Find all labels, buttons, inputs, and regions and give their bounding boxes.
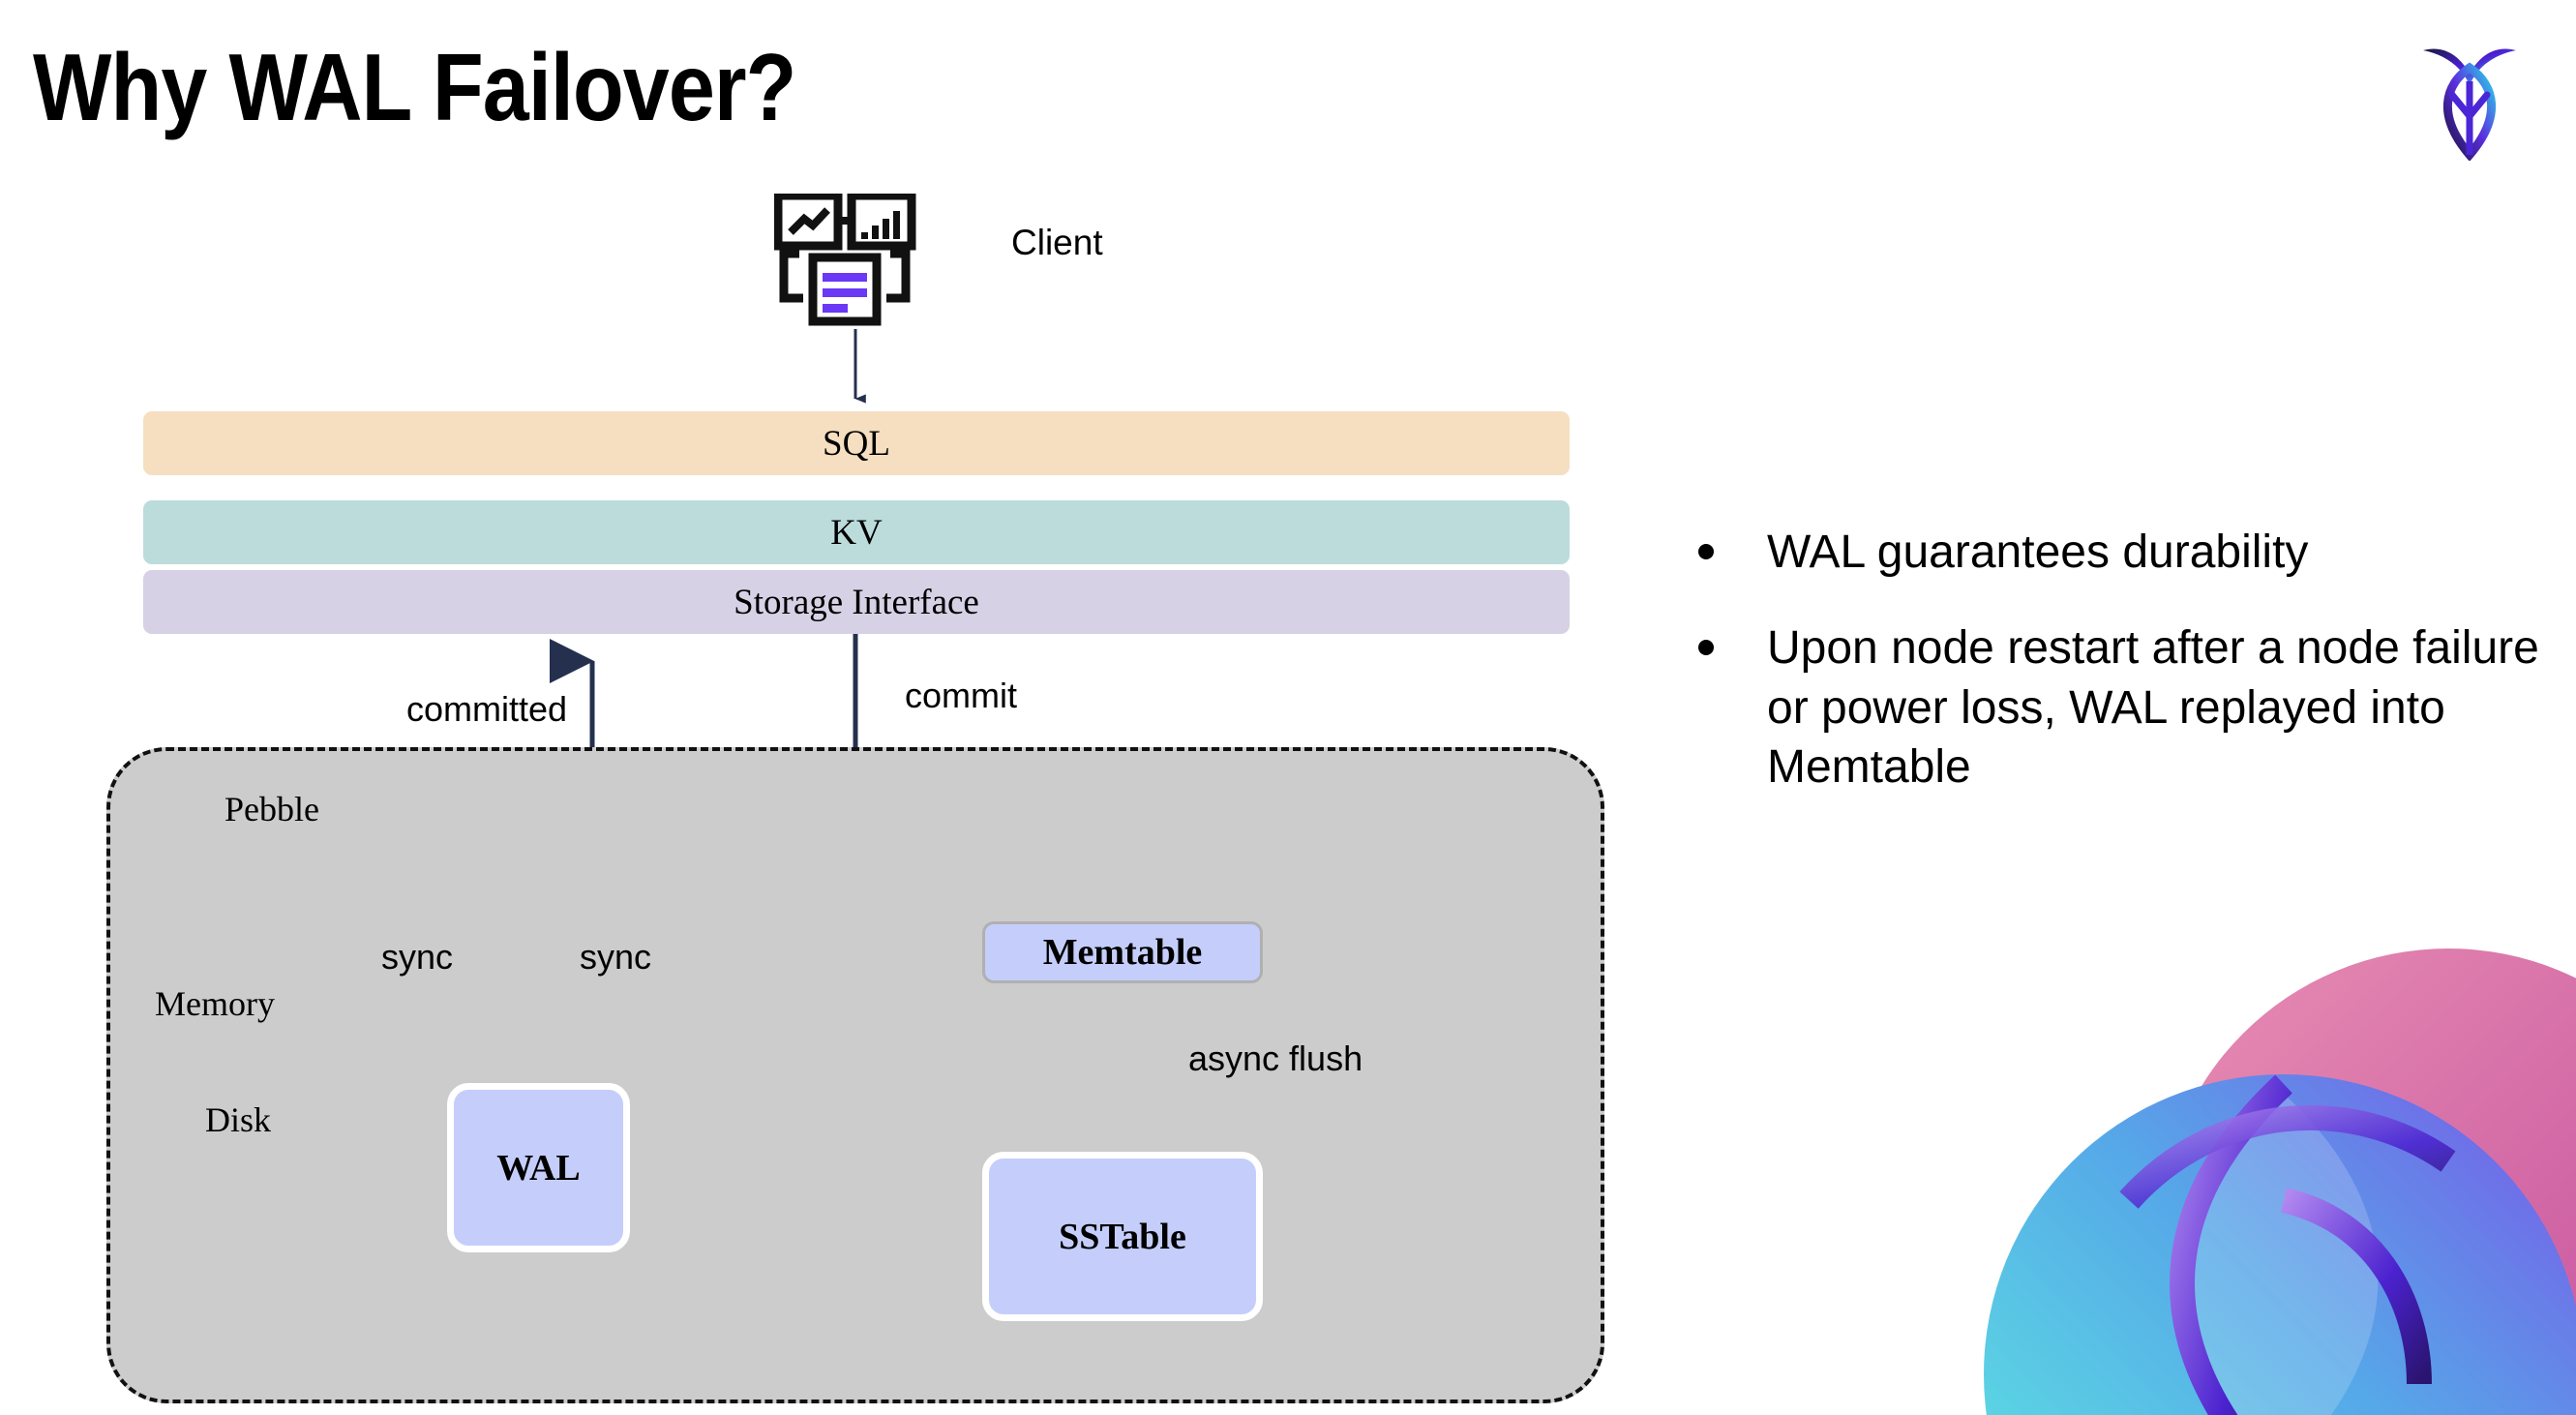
cockroachdb-logo: [2411, 35, 2528, 162]
node-label-sstable: SSTable: [1059, 1216, 1186, 1257]
edge-label-sync-left: sync: [381, 937, 454, 977]
bullet-list: WAL guarantees durability Upon node rest…: [1698, 523, 2540, 834]
edge-label-async-flush: async flush: [1188, 1039, 1363, 1078]
layer-label-kv: KV: [830, 512, 883, 553]
edge-label-commit: commit: [905, 676, 1017, 715]
layer-label-storage-interface: Storage Interface: [734, 582, 979, 622]
bullet-dot-icon: [1698, 640, 1714, 656]
decorative-watermark: [1964, 929, 2576, 1415]
bullet-dot-icon: [1698, 544, 1714, 559]
layer-bar-storage-interface: Storage Interface: [143, 570, 1570, 634]
layer-bar-kv: KV: [143, 500, 1570, 564]
client-monitor-icon: [773, 191, 929, 329]
wal-architecture-diagram: Client SQL KV Storage Interface Pebble M…: [106, 191, 1604, 1403]
layer-bar-sql: SQL: [143, 411, 1570, 475]
node-sstable: SSTable: [982, 1152, 1263, 1321]
list-item: Upon node restart after a node failure o…: [1698, 618, 2540, 797]
bullet-text: Upon node restart after a node failure o…: [1767, 622, 2539, 794]
node-wal: WAL: [447, 1083, 630, 1252]
pebble-container: [106, 747, 1604, 1403]
layer-label-sql: SQL: [823, 423, 890, 464]
page-title: Why WAL Failover?: [33, 34, 796, 140]
edge-label-sync-right: sync: [580, 937, 652, 977]
bullet-text: WAL guarantees durability: [1767, 527, 2309, 578]
memory-label: Memory: [155, 984, 275, 1023]
node-label-memtable: Memtable: [1042, 932, 1203, 973]
node-memtable: Memtable: [982, 921, 1263, 983]
client-label: Client: [1011, 223, 1103, 262]
list-item: WAL guarantees durability: [1698, 523, 2540, 582]
pebble-label: Pebble: [225, 790, 319, 828]
edge-label-committed: committed: [406, 689, 568, 729]
node-label-wal: WAL: [496, 1147, 581, 1189]
disk-label: Disk: [205, 1100, 272, 1139]
